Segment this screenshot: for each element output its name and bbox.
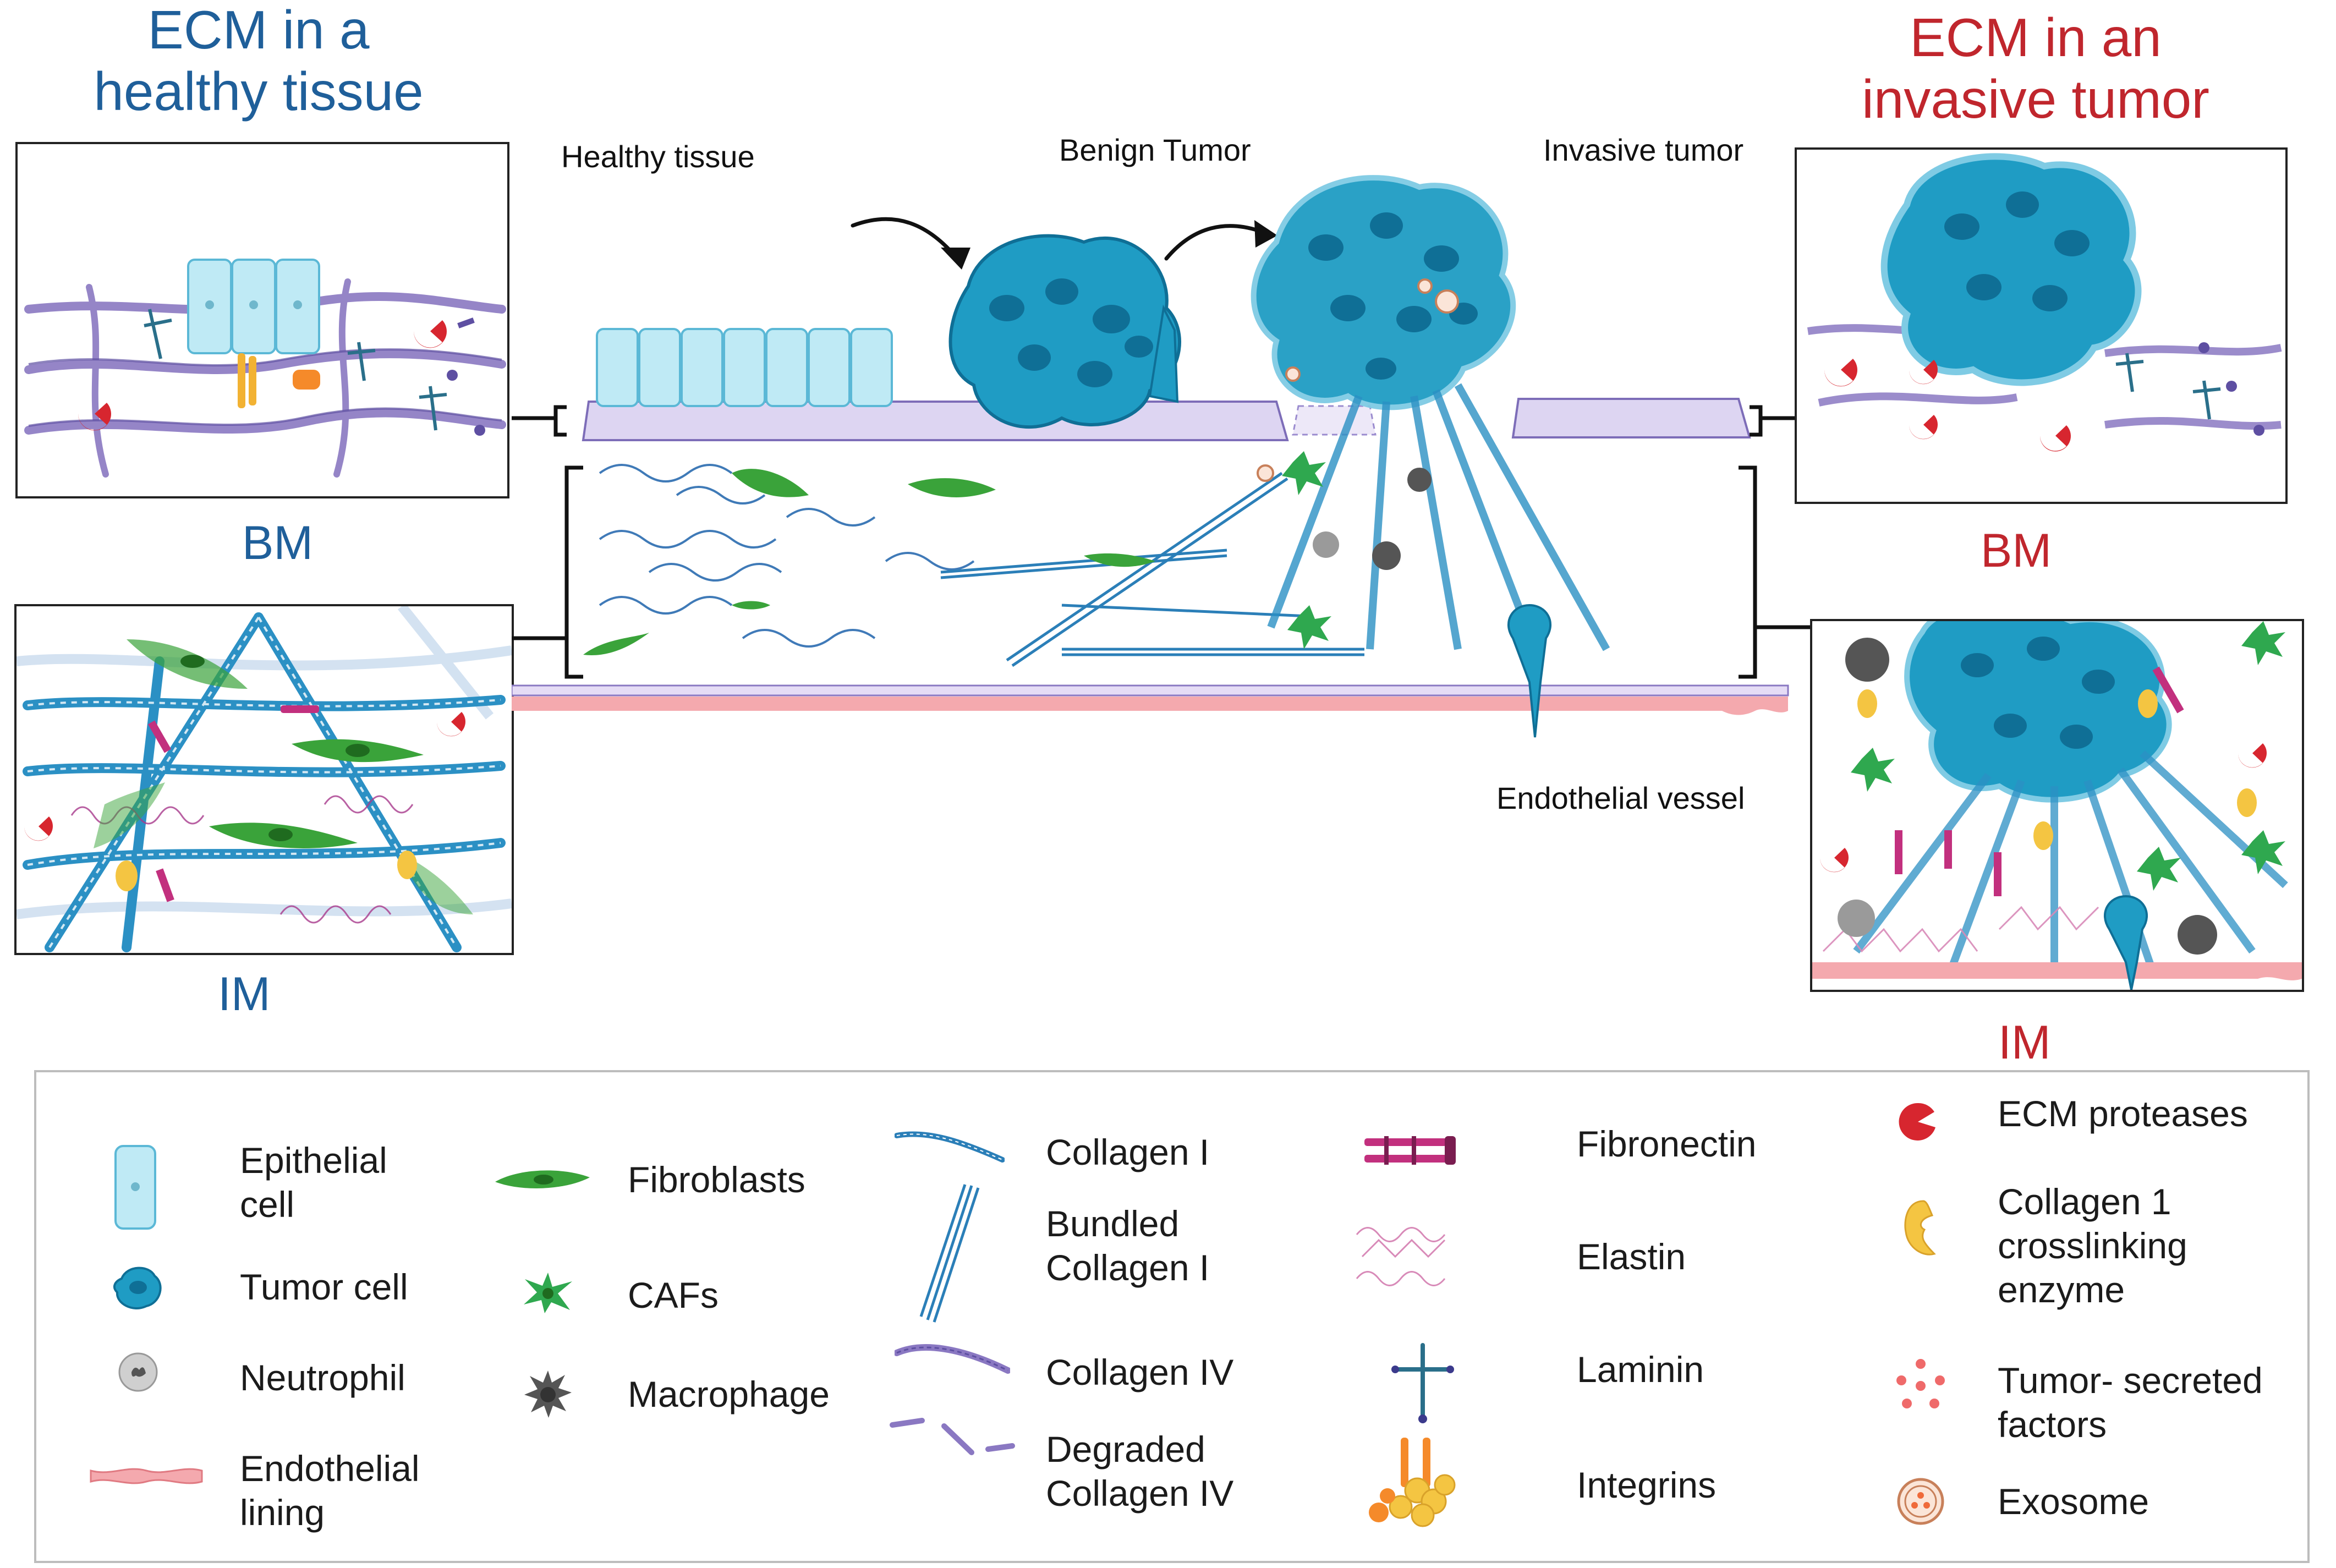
invasive-ecm-title: ECM in an invasive tumor [1810, 7, 2261, 130]
legend-epithelial-line-2: cell [240, 1184, 295, 1225]
legend: Epithelial cell Tumor cell Neutrophil En… [34, 1070, 2310, 1563]
healthy-bm-panel [15, 142, 509, 498]
invasive-tumor-label: Invasive tumor [1543, 133, 1744, 167]
legend-elastin-label: Elastin [1577, 1236, 1686, 1277]
legend-secreted-line-2: factors [1998, 1404, 2107, 1445]
legend-crosslink-line-3: enzyme [1998, 1269, 2125, 1310]
healthy-tissue-label: Healthy tissue [561, 139, 755, 174]
tumor-im-label: IM [1998, 1016, 2051, 1069]
legend-proteases-label: ECM proteases [1998, 1093, 2248, 1134]
macrophage-icon [524, 1370, 572, 1418]
secreted-factors-icon [1896, 1359, 1945, 1408]
legend-bundled-line-1: Bundled [1046, 1203, 1180, 1244]
benign-tumor-label: Benign Tumor [1059, 133, 1251, 167]
legend-collagen-iv-label: Collagen IV [1046, 1352, 1234, 1392]
collagen-i-icon [895, 1131, 1005, 1163]
caf-icon [524, 1273, 572, 1313]
laminin-icon [1391, 1343, 1454, 1423]
legend-epithelial-line-1: Epithelial [240, 1140, 387, 1181]
legend-degraded-label: Degraded Collagen IV [1046, 1427, 1233, 1515]
exosome-icon [1897, 1478, 1944, 1525]
endothelial-vessel-label: Endothelial vessel [1496, 781, 1745, 815]
integrin-icon [1369, 1438, 1456, 1527]
tumor-im-panel [1810, 619, 2304, 992]
degraded-membrane [1292, 405, 1377, 436]
legend-laminin-label: Laminin [1577, 1349, 1704, 1390]
vessel-membrane [512, 684, 1789, 697]
protease-icon [1899, 1103, 1935, 1141]
legend-collagen-i-label: Collagen I [1046, 1132, 1210, 1172]
legend-exosome-label: Exosome [1998, 1481, 2149, 1522]
tumor-bm-label: BM [1981, 524, 2052, 577]
elastin-icon [1356, 1227, 1446, 1286]
tumor-bm-illustration [1807, 153, 2282, 452]
invasive-title-line-1: ECM in an [1910, 7, 2162, 68]
tumor-cell-icon [113, 1267, 162, 1309]
benign-tumor [948, 234, 1181, 429]
legend-cafs-label: CAFs [628, 1275, 719, 1315]
legend-bundled-line-2: Collagen I [1046, 1247, 1210, 1288]
legend-degraded-line-1: Degraded [1046, 1429, 1205, 1470]
fibroblast-icon [495, 1170, 590, 1188]
collagen-iv-icon [895, 1344, 1010, 1374]
healthy-title-line-1: ECM in a [147, 0, 370, 60]
tumor-im-illustration [1812, 621, 2302, 990]
healthy-title-line-2: healthy tissue [94, 61, 424, 122]
legend-endothelial-line-2: lining [240, 1492, 325, 1533]
endothelial-lining [512, 697, 1788, 715]
healthy-im-panel [14, 604, 514, 955]
legend-fibronectin-label: Fibronectin [1577, 1123, 1757, 1164]
healthy-im-illustration [17, 606, 512, 952]
invasive-basement-membrane [1511, 398, 1751, 438]
invasive-tumor [1251, 175, 1516, 410]
bundled-collagen-icon [919, 1184, 980, 1323]
legend-secreted-label: Tumor- secreted factors [1998, 1358, 2263, 1446]
tumor-bm-panel [1795, 147, 2288, 504]
neutrophil-icon [118, 1352, 158, 1392]
healthy-bm-label: BM [242, 517, 313, 569]
degraded-collagen-iv-icon [890, 1418, 1015, 1455]
legend-endothelial-line-1: Endothelial [240, 1448, 420, 1489]
legend-macrophage-label: Macrophage [628, 1374, 830, 1415]
healthy-basement-membrane [582, 401, 1289, 441]
legend-bundled-label: Bundled Collagen I [1046, 1202, 1209, 1290]
legend-secreted-line-1: Tumor- secreted [1998, 1360, 2263, 1401]
invasive-title-line-2: invasive tumor [1862, 69, 2209, 129]
tissue-progression-scene [512, 175, 1832, 738]
healthy-im-label: IM [218, 968, 271, 1021]
legend-neutrophil-label: Neutrophil [240, 1357, 405, 1398]
legend-epithelial-label: Epithelial cell [240, 1138, 387, 1226]
healthy-ecm-title: ECM in a healthy tissue [33, 0, 484, 122]
legend-integrins-label: Integrins [1577, 1465, 1717, 1505]
endothelial-lining-icon [90, 1468, 203, 1484]
legend-fibroblasts-label: Fibroblasts [628, 1159, 805, 1200]
legend-crosslink-label: Collagen 1 crosslinking enzyme [1998, 1180, 2187, 1312]
healthy-bm-illustration [24, 259, 506, 478]
fibronectin-icon [1364, 1136, 1456, 1165]
legend-crosslink-line-2: crosslinking [1998, 1225, 2187, 1266]
legend-crosslink-line-1: Collagen 1 [1998, 1181, 2172, 1222]
epithelial-cell-icon [114, 1145, 156, 1230]
legend-endothelial-label: Endothelial lining [240, 1446, 420, 1534]
crosslinking-enzyme-icon [1904, 1200, 1936, 1256]
legend-tumor-cell-label: Tumor cell [240, 1267, 408, 1307]
legend-degraded-line-2: Collagen IV [1046, 1473, 1234, 1514]
